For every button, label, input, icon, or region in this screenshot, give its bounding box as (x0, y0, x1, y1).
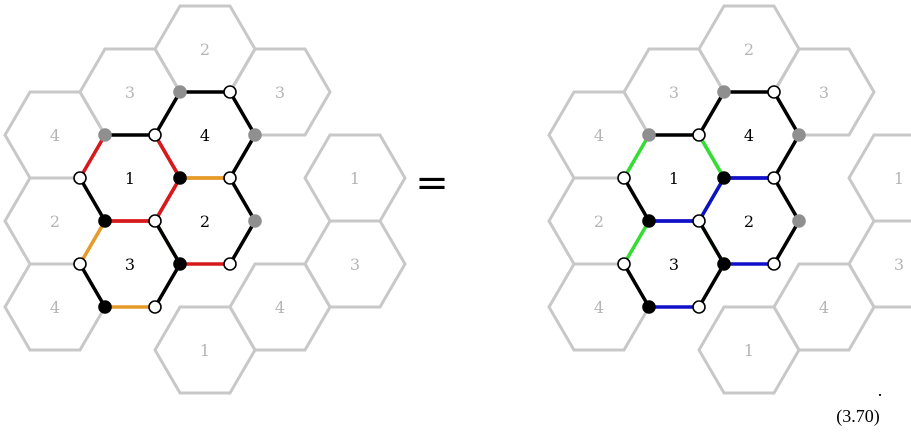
lattice-vertex (767, 85, 781, 99)
lattice-vertex (223, 85, 237, 99)
inner-hex-edge (228, 219, 257, 266)
lattice-vertex (98, 214, 112, 228)
inner-hex-edge (772, 219, 801, 266)
lattice-vertex (642, 214, 656, 228)
outer-cell-label: 3 (819, 83, 829, 102)
outer-cell-label: 4 (819, 298, 829, 317)
inner-hex-edge (772, 90, 801, 137)
lattice-vertex (148, 214, 162, 228)
outer-cell-label: 1 (744, 341, 754, 360)
lattice-vertex (617, 171, 631, 185)
outer-cell-label: 2 (200, 40, 210, 59)
lattice-vertex (73, 257, 87, 271)
inner-hex-edge (228, 176, 257, 223)
outer-cell-label: 3 (894, 255, 904, 274)
lattice-vertex (642, 128, 656, 142)
outer-cell-label: 4 (275, 298, 285, 317)
outer-cell-label: 1 (350, 169, 360, 188)
outer-cell-label: 2 (50, 212, 60, 231)
trailing-period: . (878, 380, 883, 400)
inner-hex-edge (697, 262, 726, 309)
lattice-vertex (223, 257, 237, 271)
equation-number: (3.70) (836, 406, 880, 427)
inner-hex-edge (697, 219, 726, 266)
inner-hex-edge (153, 219, 182, 266)
outer-hex-cell (847, 133, 911, 223)
inner-hex-edge (772, 176, 801, 223)
outer-cell-label: 4 (50, 126, 60, 145)
inner-hex-edge (78, 133, 107, 180)
inner-cell-label: 3 (669, 255, 679, 274)
lattice-vertex (767, 171, 781, 185)
inner-cell-label: 4 (200, 126, 210, 145)
lattice-vertex (792, 128, 806, 142)
inner-hex-edge (153, 262, 182, 309)
inner-hex-edge (622, 176, 651, 223)
inner-hex-edge (153, 176, 182, 223)
lattice-vertex (98, 300, 112, 314)
lattice-vertex (73, 171, 87, 185)
outer-hex-cell (153, 305, 257, 395)
outer-cell-label: 1 (200, 341, 210, 360)
equals-sign: = (415, 160, 449, 206)
lattice-vertex (173, 85, 187, 99)
lattice-vertex (248, 214, 262, 228)
inner-hex-edge (697, 90, 726, 137)
lattice-vertex (173, 257, 187, 271)
inner-hex-edge (153, 133, 182, 180)
inner-hex-edge (622, 219, 651, 266)
lattice-vertex (717, 257, 731, 271)
inner-cell-label: 4 (744, 126, 754, 145)
outer-hex-cell (697, 305, 801, 395)
inner-hex-edge (697, 176, 726, 223)
lattice-vertex (223, 171, 237, 185)
lattice-vertex (617, 257, 631, 271)
outer-cell-label: 2 (744, 40, 754, 59)
outer-cell-label: 4 (594, 298, 604, 317)
outer-cell-label: 3 (669, 83, 679, 102)
inner-cell-label: 2 (200, 212, 210, 231)
inner-cell-label: 1 (669, 169, 679, 188)
inner-cell-label: 3 (125, 255, 135, 274)
right-hex-lattice-panel: 2 3 3 4 1 2 3 4 4 1 4 1 2 3 (547, 4, 911, 395)
inner-cell-label: 2 (744, 212, 754, 231)
outer-cell-label: 2 (594, 212, 604, 231)
lattice-vertex (642, 300, 656, 314)
inner-hex-edge (153, 90, 182, 137)
inner-hex-edge (697, 133, 726, 180)
inner-hex-edge (772, 133, 801, 180)
lattice-vertex (98, 128, 112, 142)
lattice-vertex (692, 214, 706, 228)
inner-hex-edge (622, 262, 651, 309)
lattice-vertex (692, 128, 706, 142)
inner-hex-edge (228, 90, 257, 137)
outer-cell-label: 4 (50, 298, 60, 317)
inner-hex-edge (78, 176, 107, 223)
outer-cell-label: 1 (894, 169, 904, 188)
lattice-vertex (692, 300, 706, 314)
outer-cell-label: 4 (594, 126, 604, 145)
inner-hex-edge (78, 219, 107, 266)
left-hex-lattice-panel: 2 3 3 4 1 2 3 4 4 1 4 1 2 3 (3, 4, 407, 395)
lattice-vertex (248, 128, 262, 142)
lattice-vertex (148, 300, 162, 314)
inner-hex-edge (228, 133, 257, 180)
lattice-vertex (767, 257, 781, 271)
inner-hex-edge (622, 133, 651, 180)
outer-cell-label: 3 (350, 255, 360, 274)
outer-cell-label: 3 (125, 83, 135, 102)
lattice-vertex (173, 171, 187, 185)
inner-hex-edge (78, 262, 107, 309)
lattice-vertex (148, 128, 162, 142)
lattice-vertex (792, 214, 806, 228)
lattice-vertex (717, 85, 731, 99)
lattice-vertex (717, 171, 731, 185)
inner-cell-label: 1 (125, 169, 135, 188)
outer-cell-label: 3 (275, 83, 285, 102)
